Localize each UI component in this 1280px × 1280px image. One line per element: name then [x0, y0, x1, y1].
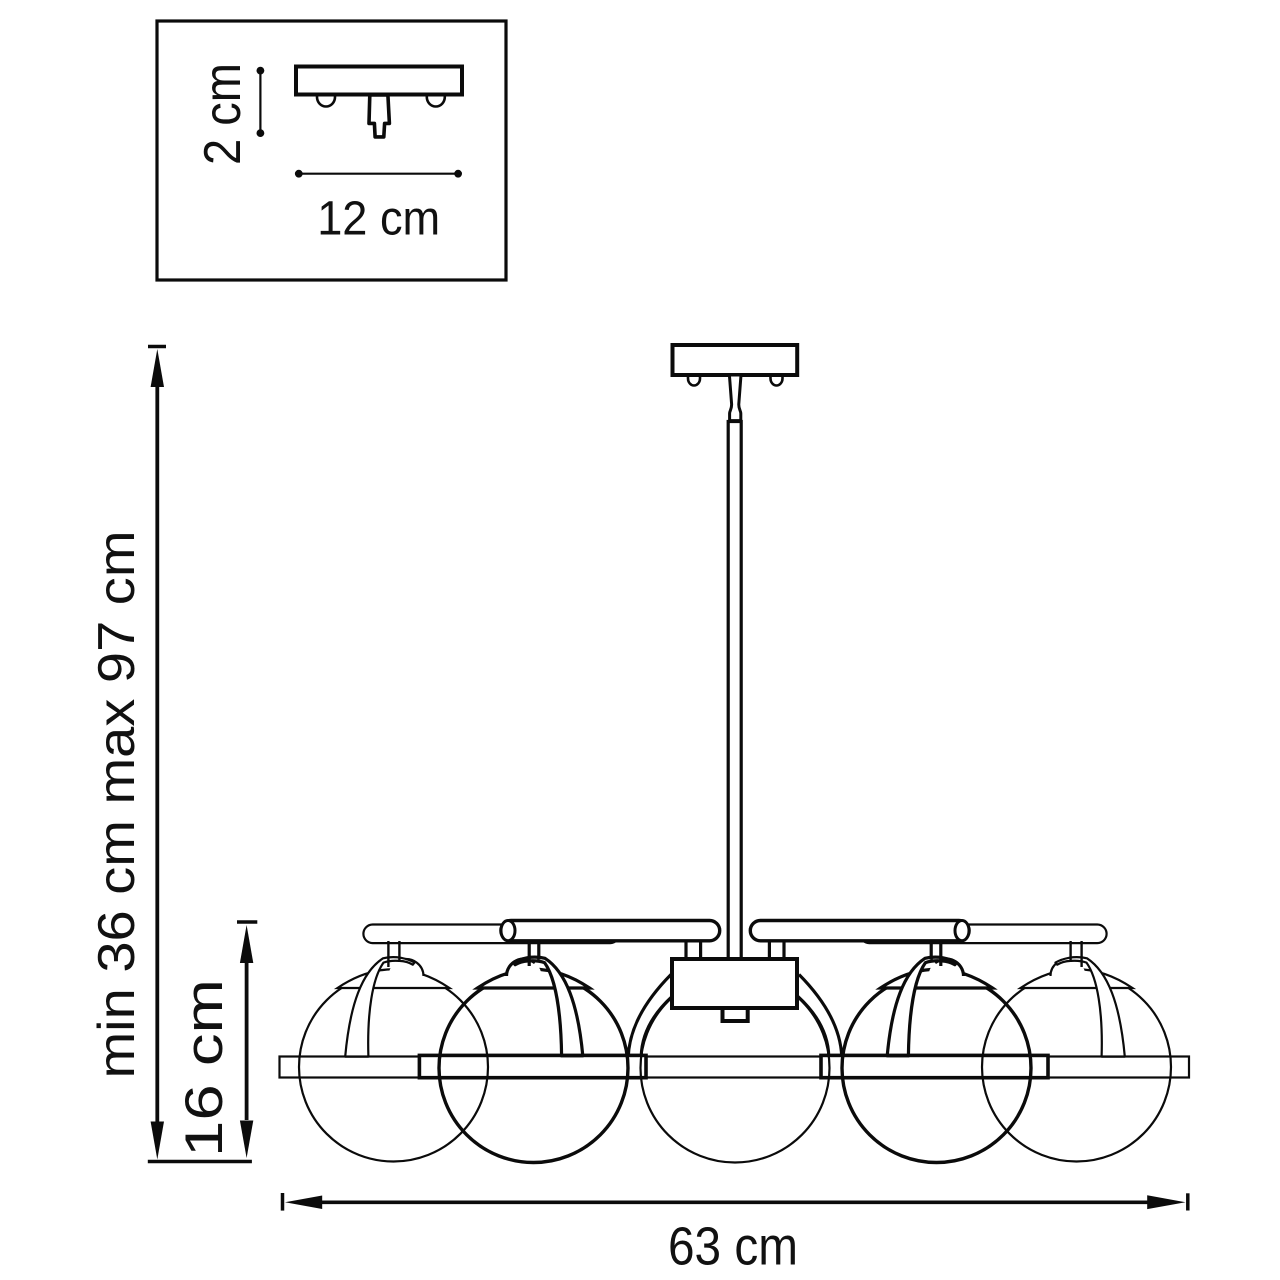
svg-text:16 cm: 16 cm	[175, 979, 234, 1157]
svg-text:min 36 cm max 97 cm: min 36 cm max 97 cm	[88, 531, 146, 1079]
svg-text:12 cm: 12 cm	[317, 193, 440, 246]
svg-text:2 cm: 2 cm	[194, 63, 252, 165]
svg-text:63 cm: 63 cm	[668, 1217, 798, 1277]
